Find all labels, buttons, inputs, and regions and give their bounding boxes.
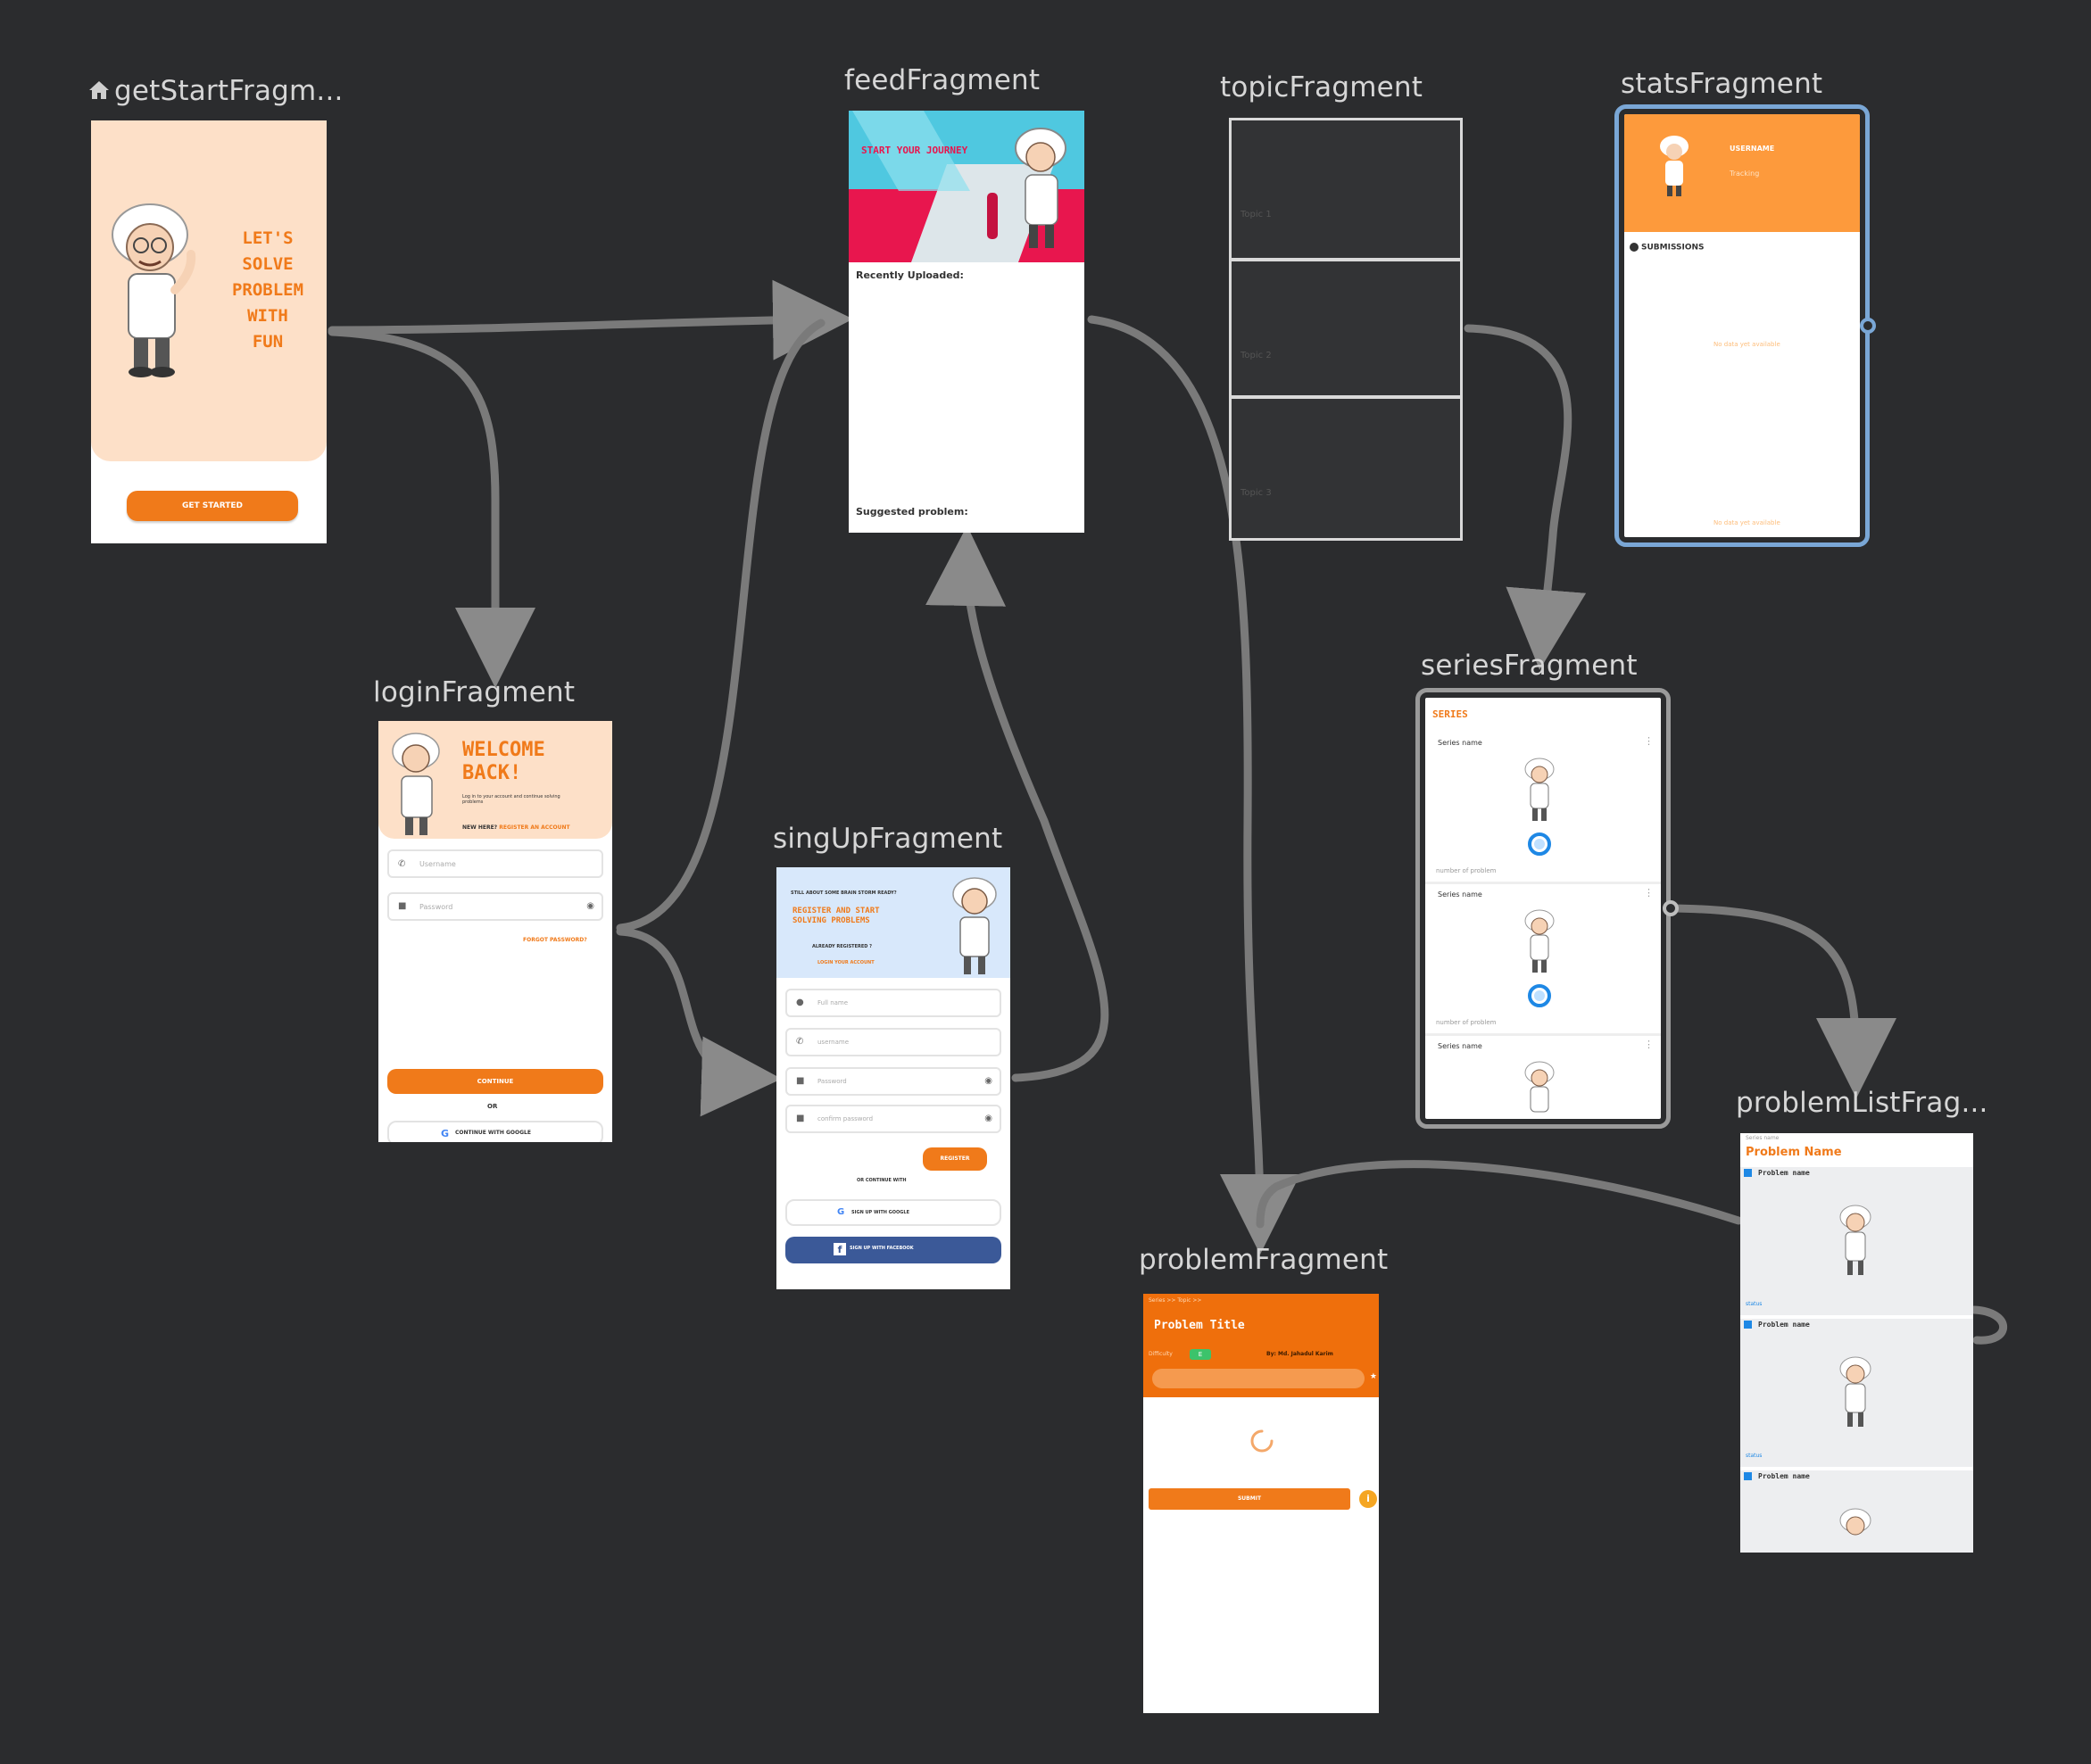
lock-icon: ■ xyxy=(398,901,407,911)
node-label-series[interactable]: seriesFragment xyxy=(1421,650,1638,682)
fragment-problem[interactable]: Series >> Topic >> Problem Title Difficu… xyxy=(1143,1294,1379,1713)
info-icon[interactable]: i xyxy=(1359,1490,1377,1508)
get-started-button[interactable]: GET STARTED xyxy=(127,491,298,521)
google-signup-button[interactable]: G SIGN UP WITH GOOGLE xyxy=(785,1199,1001,1226)
password-field[interactable]: ■ Password ◉ xyxy=(785,1067,1001,1096)
empty-state: No data yet available xyxy=(1713,341,1780,348)
forgot-password-link[interactable]: FORGOT PASSWORD? xyxy=(523,937,587,943)
node-label-login[interactable]: loginFragment xyxy=(373,676,576,708)
difficulty-badge: E xyxy=(1190,1349,1211,1360)
action-series-to-problemlist[interactable] xyxy=(1667,904,1896,1098)
register-button[interactable]: REGISTER xyxy=(923,1147,987,1171)
person-icon: ● xyxy=(796,998,804,1007)
fragment-getstart[interactable]: LET'S SOLVE PROBLEM WITH FUN GET STARTED xyxy=(91,120,327,543)
professor-illustration xyxy=(952,877,997,974)
google-icon: G xyxy=(837,1207,845,1217)
node-label-stats[interactable]: statsFragment xyxy=(1621,68,1823,100)
problem-card[interactable]: Problem name status xyxy=(1740,1167,1973,1318)
series-card[interactable]: Series name ⋮ number of problem xyxy=(1425,885,1661,1036)
action-getstart-to-feed[interactable] xyxy=(328,279,853,360)
problem-header: Series >> Topic >> Problem Title Difficu… xyxy=(1143,1294,1379,1397)
submissions-heading: SUBMISSIONS xyxy=(1630,243,1705,253)
suggested-problem-heading: Suggested problem: xyxy=(856,506,968,518)
checkbox-icon[interactable] xyxy=(1744,1472,1752,1480)
fragment-topic[interactable]: Topic 1 Topic 2 Topic 3 xyxy=(1229,118,1463,541)
action-problemlist-to-problem[interactable] xyxy=(1256,1160,1743,1229)
action-login-to-signup[interactable] xyxy=(616,927,782,1117)
eye-icon[interactable]: ◉ xyxy=(984,1114,992,1123)
progress-ring xyxy=(1528,984,1551,1007)
progress-bar xyxy=(1152,1369,1365,1388)
node-label-topic[interactable]: topicFragment xyxy=(1220,71,1423,104)
problem-card[interactable]: Problem name status xyxy=(1740,1319,1973,1470)
fragment-feed[interactable]: START YOUR JOURNEY Recently Uploaded: Su… xyxy=(849,111,1084,533)
headline: REGISTER AND START SOLVING PROBLEMS xyxy=(792,907,880,925)
fragment-problemlist[interactable]: Series name Problem Name Problem name st… xyxy=(1740,1133,1973,1553)
series-heading: SERIES xyxy=(1432,708,1468,720)
node-label-getstart[interactable]: getStartFragm... xyxy=(114,75,344,107)
checkbox-icon[interactable] xyxy=(1744,1321,1752,1329)
series-card[interactable]: Series name ⋮ number of problem xyxy=(1425,733,1661,884)
action-problemlist-self[interactable] xyxy=(1970,1305,2007,1345)
chart-icon xyxy=(1630,243,1639,252)
submit-button[interactable]: SUBMIT xyxy=(1149,1488,1350,1510)
topic-card[interactable]: Topic 2 xyxy=(1232,261,1460,399)
professor-illustration xyxy=(392,733,440,835)
facebook-icon: f xyxy=(834,1243,846,1255)
professor-illustration xyxy=(112,203,196,377)
phone-icon: ✆ xyxy=(398,859,406,869)
problem-card[interactable]: Problem name xyxy=(1740,1470,1973,1553)
username-field[interactable]: ✆ username xyxy=(785,1028,1001,1056)
node-label-problem[interactable]: problemFragment xyxy=(1139,1244,1389,1276)
star-icon[interactable]: ★ xyxy=(1369,1372,1377,1381)
topic-card[interactable]: Topic 1 xyxy=(1232,120,1460,261)
lock-icon: ■ xyxy=(796,1114,805,1123)
google-button[interactable]: G CONTINUE WITH GOOGLE xyxy=(387,1121,603,1142)
continue-button[interactable]: CONTINUE xyxy=(387,1069,603,1094)
progress-ring xyxy=(1528,832,1551,856)
headline: LET'S SOLVE PROBLEM WITH FUN xyxy=(231,228,304,352)
loading-spinner-icon xyxy=(1250,1429,1274,1453)
action-topic-to-series[interactable] xyxy=(1464,324,1587,670)
fragment-signup[interactable]: STILL ABOUT SOME BRAIN STORM READY? REGI… xyxy=(776,867,1010,1289)
action-getstart-to-login[interactable] xyxy=(328,327,535,688)
username-field[interactable]: ✆ Username xyxy=(387,849,603,878)
password-field[interactable]: ■ Password ◉ xyxy=(387,892,603,921)
node-label-signup[interactable]: singUpFragment xyxy=(773,823,1003,855)
login-link[interactable]: LOGIN YOUR ACCOUNT xyxy=(817,960,875,965)
fragment-stats[interactable]: USERNAME Tracking SUBMISSIONS No data ye… xyxy=(1614,104,1870,547)
phone-icon: ✆ xyxy=(796,1037,804,1047)
checkbox-icon[interactable] xyxy=(1744,1169,1752,1177)
stats-header: USERNAME Tracking xyxy=(1624,114,1860,232)
action-handle[interactable] xyxy=(1663,900,1679,916)
eye-icon[interactable]: ◉ xyxy=(586,901,594,911)
node-label-problemlist[interactable]: problemListFrag... xyxy=(1736,1087,1988,1119)
register-link[interactable]: REGISTER AN ACCOUNT xyxy=(499,824,570,831)
topic-card[interactable]: Topic 3 xyxy=(1232,399,1460,538)
journey-banner: START YOUR JOURNEY xyxy=(849,111,1084,262)
confirm-password-field[interactable]: ■ confirm password ◉ xyxy=(785,1105,1001,1133)
fragment-login[interactable]: WELCOME BACK! Log in to your account and… xyxy=(378,721,612,1142)
google-icon: G xyxy=(441,1128,450,1139)
empty-state: No data yet available xyxy=(1713,519,1780,526)
more-icon[interactable]: ⋮ xyxy=(1644,887,1654,899)
fragment-series[interactable]: SERIES Series name ⋮ number of problem S… xyxy=(1415,688,1671,1129)
problem-list-title: Problem Name xyxy=(1746,1146,1842,1159)
fullname-field[interactable]: ● Full name xyxy=(785,989,1001,1017)
recently-uploaded-heading: Recently Uploaded: xyxy=(856,269,964,281)
node-label-feed[interactable]: feedFragment xyxy=(844,64,1041,96)
headline: WELCOME BACK! xyxy=(462,739,545,784)
more-icon[interactable]: ⋮ xyxy=(1644,735,1654,747)
facebook-signup-button[interactable]: f SIGN UP WITH FACEBOOK xyxy=(785,1237,1001,1263)
home-icon xyxy=(87,79,111,102)
action-handle[interactable] xyxy=(1860,318,1876,334)
more-icon[interactable]: ⋮ xyxy=(1644,1039,1654,1050)
lock-icon: ■ xyxy=(796,1076,805,1086)
series-card[interactable]: Series name ⋮ xyxy=(1425,1037,1661,1119)
eye-icon[interactable]: ◉ xyxy=(984,1076,992,1086)
